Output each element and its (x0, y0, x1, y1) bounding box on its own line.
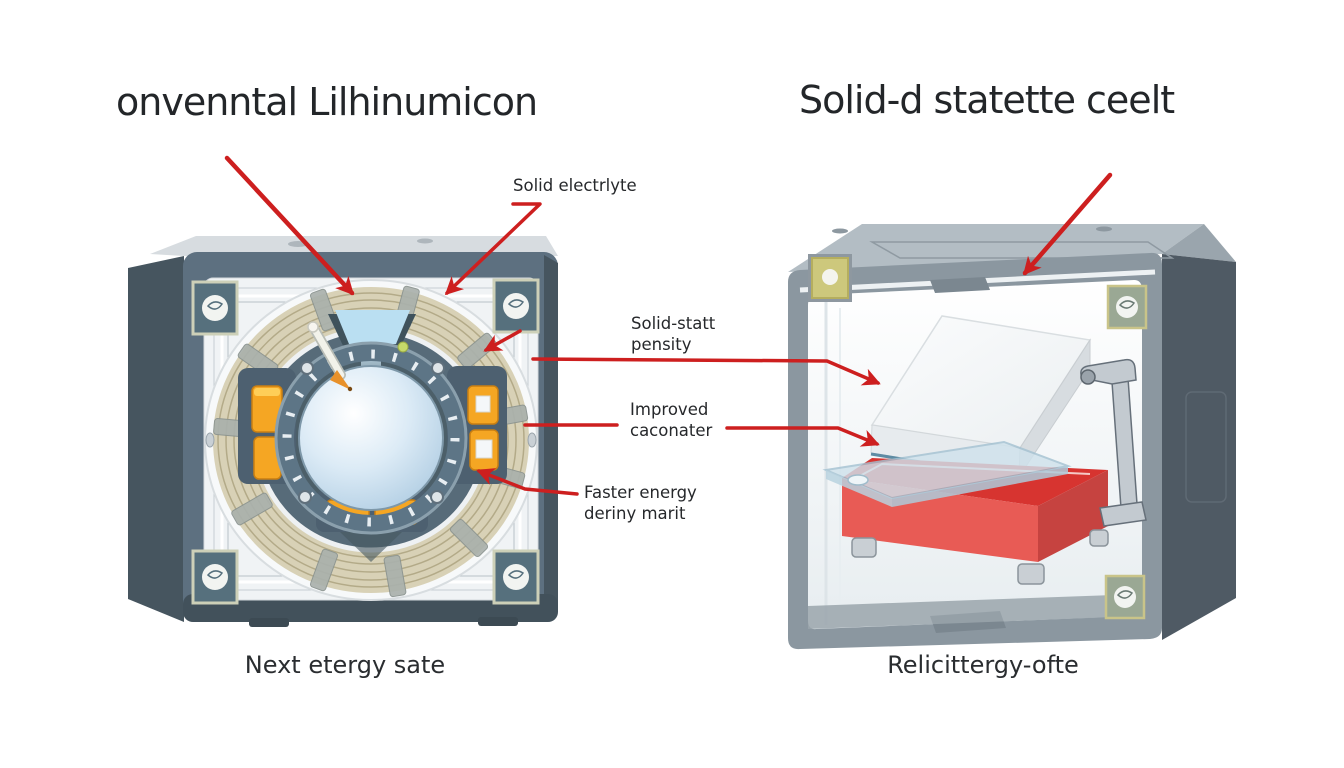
frame-screw-left (205, 432, 215, 448)
callout-density-line2: pensity (631, 335, 692, 354)
callout-solid-state-density: Solid-statt pensity (631, 313, 715, 355)
case-bottom-band (183, 594, 558, 622)
glass-tray (822, 440, 1072, 507)
callout-density-line1: Solid-statt (631, 314, 716, 333)
case-left-face (128, 256, 184, 622)
title-conventional-cell: onvenntal Lilhinumicon (116, 80, 538, 124)
cell-top-bump-2 (1096, 226, 1112, 232)
case-right-edge (544, 255, 558, 619)
electrode-sphere (298, 365, 444, 511)
clamp-bracket (1080, 358, 1147, 527)
callout-container-line2: caconater (630, 421, 713, 440)
coil-line-4 (225, 299, 517, 581)
solid-state-cell-illustration (788, 224, 1236, 650)
callout-improved-container: Improved caconater (630, 399, 712, 441)
bezel-outline (274, 341, 468, 535)
support-feet (851, 529, 1109, 585)
coil-line-5 (217, 292, 525, 588)
caption-right: Relicittergy-ofte (887, 651, 1079, 679)
frame-screw-right (527, 432, 537, 448)
disc-screws (298, 361, 445, 504)
cell-top-corner (1162, 224, 1236, 262)
cell-side-seam (1185, 391, 1227, 503)
callout-solid-electrolyte: Solid electrlyte (513, 175, 637, 196)
top-notch (930, 277, 990, 293)
bezel-ticks (282, 349, 460, 527)
callout-faster-energy: Faster energy deriny marit (584, 482, 697, 524)
coil-line-3 (233, 307, 509, 573)
block-window-1 (475, 395, 491, 413)
interior-floor (808, 594, 1142, 629)
callout-energy-line1: Faster energy (584, 483, 697, 502)
block-window-2 (475, 439, 493, 459)
title-solid-state-cell: Solid-d statette ceelt (799, 78, 1175, 122)
probe-pencil (307, 321, 353, 392)
callout-energy-line2: deriny marit (584, 504, 686, 523)
electrolyte-wedge (335, 310, 410, 344)
case-top-bump (288, 241, 308, 247)
tile-top-left (808, 254, 852, 302)
case-top-bump-2 (417, 238, 433, 244)
callout-solid-electrolyte-text: Solid electrlyte (513, 176, 637, 195)
corner-tiles (191, 278, 540, 605)
callout-container-line1: Improved (630, 400, 709, 419)
indicator-dot (397, 341, 409, 353)
case-foot-right (478, 617, 518, 626)
tile-bottom-right (1104, 574, 1146, 620)
cell-top-bump (832, 228, 848, 234)
conventional-cell-illustration (128, 236, 558, 627)
tile-top-right (1106, 284, 1148, 330)
block-highlight (254, 388, 280, 396)
case-foot-left (249, 618, 289, 627)
caption-left: Next etergy sate (244, 651, 446, 679)
cell-right-face (1162, 254, 1236, 640)
